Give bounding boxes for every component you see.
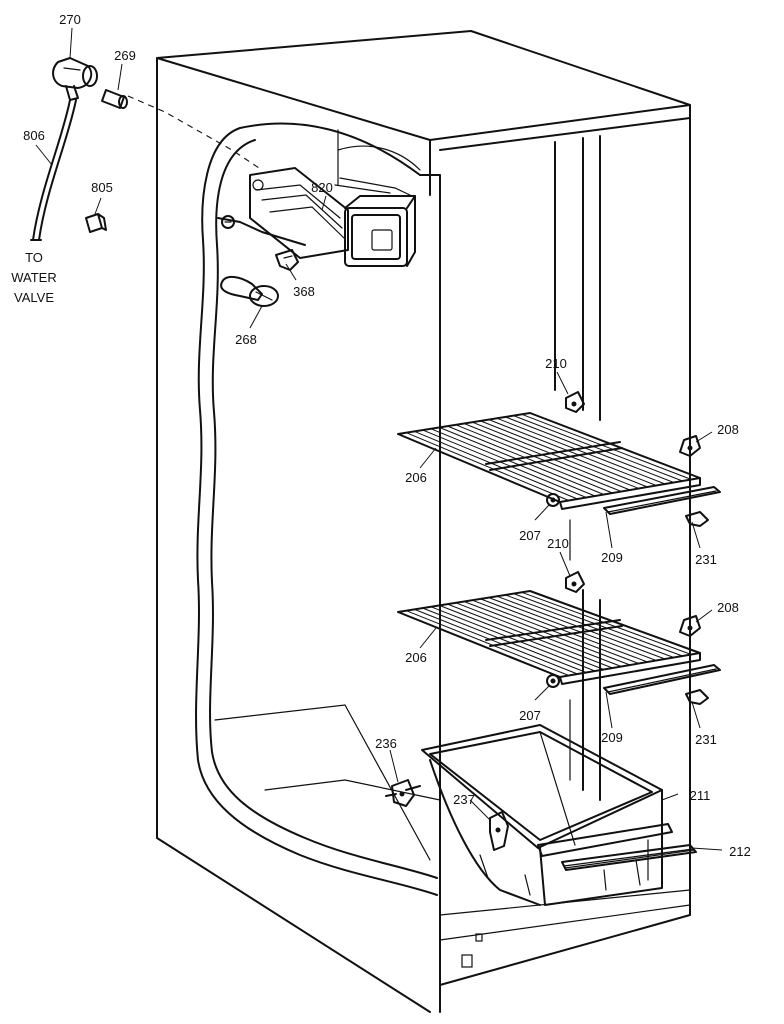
label-211: 211 — [690, 788, 711, 803]
shelf-support-208-lower — [679, 615, 701, 637]
label-208-lower: 208 — [717, 600, 739, 615]
shelf-wire — [455, 424, 622, 492]
label-to: TO — [25, 250, 43, 265]
pan-bracket-237 — [489, 811, 509, 851]
label-270: 270 — [59, 12, 81, 27]
leader-lines — [35, 27, 723, 851]
shelf-wire — [472, 421, 639, 489]
shelf-wire — [480, 420, 648, 488]
shelf-wire — [439, 426, 604, 495]
label-268: 268 — [235, 332, 257, 347]
shelf-wire — [505, 594, 674, 658]
water-line-path — [127, 95, 263, 171]
shelf-trim-209-upper — [603, 486, 721, 515]
label-207-upper: 207 — [519, 528, 541, 543]
label-212: 212 — [729, 844, 751, 859]
shelf-wire — [422, 429, 587, 498]
shelf-wire — [414, 430, 578, 500]
bracket-368 — [275, 249, 299, 271]
shelf-stop-207-lower — [546, 674, 560, 688]
label-207-lower: 207 — [519, 708, 541, 723]
label-820: 820 — [311, 180, 333, 195]
shelf-trim-209-lower — [603, 664, 721, 695]
shelf-wire — [447, 425, 613, 494]
label-208-upper: 208 — [717, 422, 739, 437]
label-237: 237 — [453, 792, 475, 807]
shelf-support-210-upper — [565, 391, 585, 413]
shelf-wire — [513, 415, 683, 482]
wire-shelf-lower — [397, 590, 701, 685]
shelf-support-208-upper — [679, 435, 701, 457]
label-206-lower: 206 — [405, 650, 427, 665]
shelf-wire — [406, 610, 569, 676]
upper-shelf-wires — [406, 413, 692, 501]
label-209-lower: 209 — [601, 730, 623, 745]
shelf-wire — [447, 603, 613, 669]
cabinet-liner — [195, 122, 441, 896]
shelf-wire — [422, 607, 587, 673]
label-210-upper: 210 — [545, 356, 567, 371]
wire-shelf-upper — [397, 412, 701, 510]
label-806: 806 — [23, 128, 45, 143]
shelf-wire — [513, 593, 683, 657]
shelf-wire — [439, 604, 604, 670]
lower-shelf-wires — [406, 591, 692, 676]
water-tube-806 — [30, 99, 77, 241]
shelf-wire — [488, 597, 657, 661]
shelf-support-210-lower — [565, 571, 585, 593]
shelf-wire — [505, 416, 674, 483]
part-labels: 270 269 806 805 TO WATER VALVE 820 368 2… — [11, 12, 751, 859]
label-206-upper: 206 — [405, 470, 427, 485]
storage-pan-211 — [421, 724, 663, 906]
label-269: 269 — [114, 48, 136, 63]
shelf-wire — [488, 419, 657, 486]
label-209-upper: 209 — [601, 550, 623, 565]
clip-805 — [85, 213, 107, 233]
shelf-wire — [430, 606, 596, 672]
shelf-wire — [480, 598, 648, 663]
shelf-wire — [463, 601, 631, 666]
pan-bracket-236 — [385, 779, 421, 807]
shelf-wire — [406, 432, 569, 501]
ice-maker-820 — [217, 167, 416, 267]
clip-231-upper — [685, 511, 709, 527]
label-231-lower: 231 — [695, 732, 717, 747]
pan-handle-212 — [537, 823, 697, 871]
cabinet-shell — [156, 30, 691, 1013]
water-fitting-270 — [52, 57, 98, 101]
label-236: 236 — [375, 736, 397, 751]
shelf-wire — [414, 608, 578, 675]
clip-231-lower — [685, 689, 709, 705]
shelf-wire — [496, 417, 666, 485]
shelf-wire — [521, 591, 692, 655]
shelf-wire — [430, 428, 596, 497]
label-valve: VALVE — [14, 290, 54, 305]
shelf-wire — [463, 423, 631, 491]
label-368: 368 — [293, 284, 315, 299]
label-water: WATER — [11, 270, 57, 285]
label-210-lower: 210 — [547, 536, 569, 551]
shelf-wire — [521, 413, 692, 480]
shelf-stop-207-upper — [546, 493, 560, 507]
label-231-upper: 231 — [695, 552, 717, 567]
fill-cup-268 — [220, 276, 279, 307]
fitting-269 — [101, 89, 128, 109]
shelf-wire — [455, 602, 622, 667]
label-805: 805 — [91, 180, 113, 195]
shelf-wire — [496, 595, 666, 660]
shelf-wire — [472, 599, 639, 664]
